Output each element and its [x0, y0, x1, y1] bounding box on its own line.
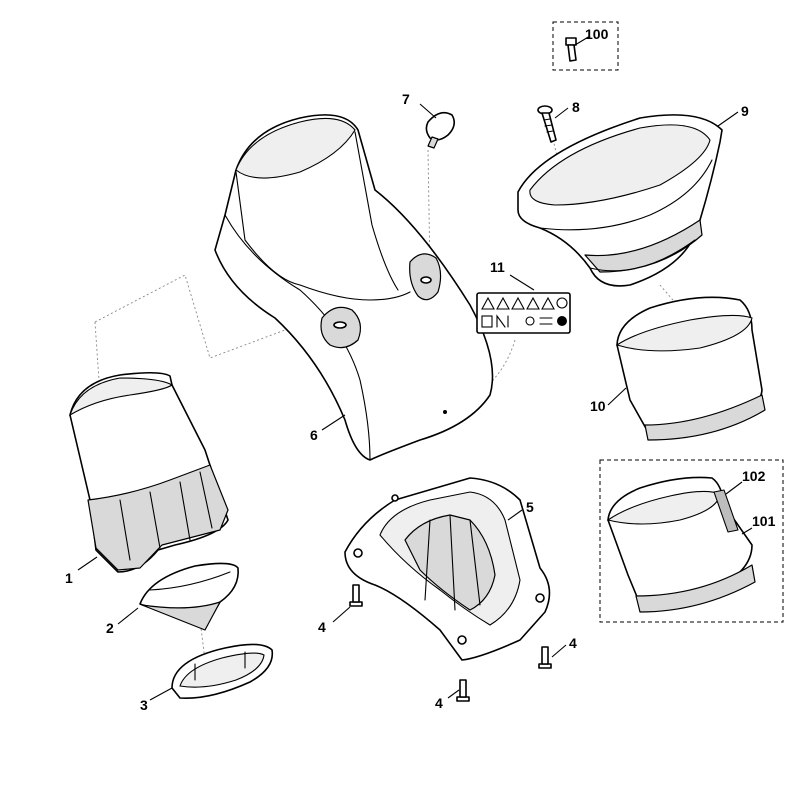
callout-4-right: 4	[569, 635, 577, 651]
part-8-screw	[537, 105, 569, 143]
callout-5: 5	[526, 499, 534, 515]
callout-3: 3	[140, 697, 148, 713]
callout-labels: 100 7 8 9 11 6 10 102 101 5 1 2 3 4 4 4	[65, 26, 776, 713]
callout-2: 2	[106, 620, 114, 636]
callout-4-bottom: 4	[435, 695, 443, 711]
callout-100: 100	[585, 26, 609, 42]
part-4-screws	[332, 584, 567, 702]
part-9-bowl	[517, 111, 739, 287]
callout-8: 8	[572, 99, 580, 115]
part-5-base-housing	[344, 477, 551, 661]
part-10-sleeve	[607, 296, 766, 441]
callout-102: 102	[742, 468, 766, 484]
callout-9: 9	[741, 103, 749, 119]
callout-7: 7	[402, 91, 410, 107]
callout-101: 101	[752, 513, 776, 529]
part-6-discharge-chute	[214, 114, 494, 461]
callout-11: 11	[490, 259, 505, 275]
callout-6: 6	[310, 427, 318, 443]
part-100-bolt-box	[552, 21, 619, 71]
part-1-inlet-funnel	[69, 371, 229, 573]
part-101-102-box	[599, 459, 784, 623]
callout-1: 1	[65, 570, 73, 586]
part-3-ring	[149, 643, 274, 701]
part-7-knob	[419, 103, 456, 149]
part-11-safety-label	[476, 274, 571, 334]
warning-icon	[481, 296, 568, 328]
callout-10: 10	[590, 398, 606, 414]
part-2-cone	[117, 562, 239, 631]
callout-4-left: 4	[318, 619, 326, 635]
